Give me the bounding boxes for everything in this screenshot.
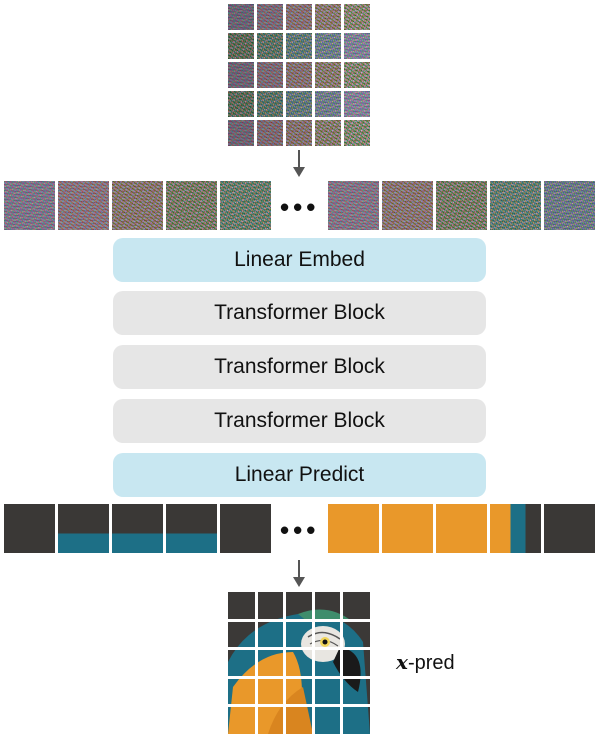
arrow-down-1 — [298, 150, 300, 170]
noise-patch — [257, 33, 283, 59]
image-token — [544, 504, 595, 553]
noise-patch — [228, 62, 254, 88]
noise-token — [490, 181, 541, 230]
transformer-block: Transformer Block — [113, 345, 486, 389]
noise-patch — [286, 62, 312, 88]
transformer-block: Transformer Block — [113, 291, 486, 335]
noisy-input-grid — [228, 4, 370, 146]
noise-patch — [257, 4, 283, 30]
noise-patch — [344, 4, 370, 30]
noise-patch — [286, 4, 312, 30]
clean-tokens-right — [328, 504, 595, 553]
parrot-output-grid — [228, 592, 370, 734]
grid-line — [283, 592, 287, 734]
block-label: Transformer Block — [214, 409, 385, 432]
noise-patch — [286, 91, 312, 117]
block-label: Transformer Block — [214, 301, 385, 324]
noise-token — [544, 181, 595, 230]
noisy-tokens-right — [328, 181, 595, 230]
grid-line — [340, 592, 344, 734]
x-variable: x — [396, 650, 408, 674]
grid-line — [228, 647, 370, 651]
arrow-down-icon — [293, 167, 305, 177]
noise-patch — [257, 91, 283, 117]
grid-line — [228, 704, 370, 708]
image-token — [58, 504, 109, 553]
noise-patch — [257, 62, 283, 88]
x-pred-label: x-pred — [396, 650, 455, 675]
noise-patch — [315, 91, 341, 117]
noise-patch — [228, 4, 254, 30]
noise-patch — [315, 4, 341, 30]
noisy-tokens-left — [4, 181, 271, 230]
noise-patch — [344, 91, 370, 117]
noise-patch — [257, 120, 283, 146]
noise-token — [436, 181, 487, 230]
arrow-down-2 — [298, 560, 300, 580]
block-label: Linear Predict — [234, 463, 365, 486]
noise-patch — [344, 62, 370, 88]
image-token — [328, 504, 379, 553]
image-token — [220, 504, 271, 553]
image-token — [166, 504, 217, 553]
image-token — [4, 504, 55, 553]
noise-patch — [228, 33, 254, 59]
noise-patch — [286, 120, 312, 146]
noise-patch — [315, 62, 341, 88]
block-label: Linear Embed — [234, 248, 365, 271]
ellipsis: ••• — [280, 192, 320, 222]
transformer-block: Transformer Block — [113, 399, 486, 443]
noise-patch — [315, 33, 341, 59]
noise-token — [328, 181, 379, 230]
grid-line — [228, 618, 370, 622]
image-token — [490, 504, 541, 553]
noise-token — [4, 181, 55, 230]
pred-suffix: -pred — [407, 652, 455, 674]
clean-tokens-left — [4, 504, 271, 553]
arrow-down-icon — [293, 577, 305, 587]
ellipsis: ••• — [280, 515, 320, 545]
noise-patch — [315, 120, 341, 146]
linear-predict-block: Linear Predict — [113, 453, 486, 497]
noise-token — [58, 181, 109, 230]
noise-patch — [344, 120, 370, 146]
noise-token — [220, 181, 271, 230]
image-token — [112, 504, 163, 553]
noise-patch — [228, 91, 254, 117]
linear-embed-block: Linear Embed — [113, 238, 486, 282]
noise-token — [112, 181, 163, 230]
noise-patch — [344, 33, 370, 59]
grid-line — [254, 592, 258, 734]
parrot-image — [228, 592, 370, 734]
noise-patch — [286, 33, 312, 59]
noise-token — [382, 181, 433, 230]
block-label: Transformer Block — [214, 355, 385, 378]
noise-token — [166, 181, 217, 230]
grid-line — [228, 675, 370, 679]
image-token — [436, 504, 487, 553]
noise-patch — [228, 120, 254, 146]
image-token — [382, 504, 433, 553]
grid-line — [311, 592, 315, 734]
